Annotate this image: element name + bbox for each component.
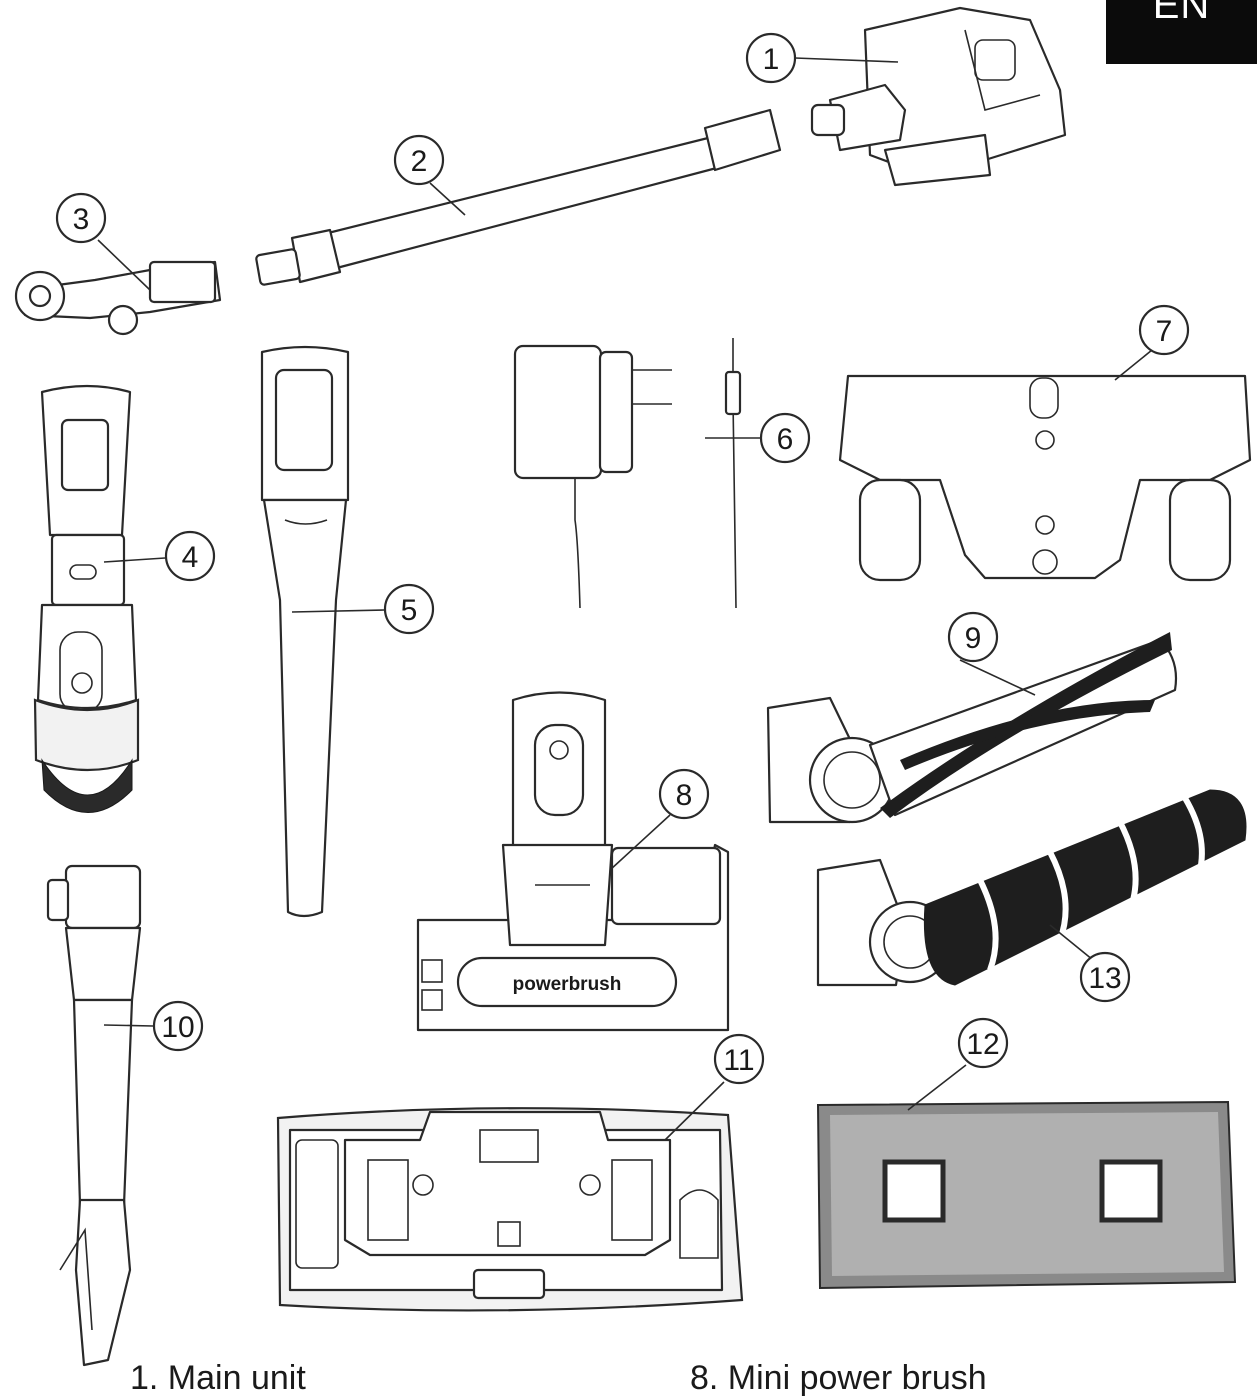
callout-4: 4	[164, 530, 216, 582]
part-crevice-tool	[46, 864, 142, 1367]
callout-12: 12	[957, 1017, 1009, 1069]
part-main-unit	[810, 6, 1067, 187]
caption-item-8: 8. Mini power brush	[690, 1359, 987, 1397]
part-soft-roller	[816, 789, 1247, 987]
callout-13: 13	[1079, 951, 1131, 1003]
callout-lines	[97, 57, 1153, 1141]
svg-text:12: 12	[966, 1028, 999, 1061]
svg-text:10: 10	[161, 1011, 194, 1044]
part-extension-tube	[255, 108, 782, 286]
callout-5: 5	[383, 583, 435, 635]
callout-7: 7	[1138, 304, 1190, 356]
svg-text:4: 4	[182, 541, 199, 574]
part-crevice-nozzle	[260, 345, 350, 918]
part-charger	[513, 338, 742, 609]
svg-text:11: 11	[723, 1044, 754, 1077]
caption-item-1: 1. Main unit	[130, 1359, 306, 1397]
callout-2: 2	[393, 134, 445, 186]
part-mini-power-brush: powerbrush	[416, 691, 730, 1032]
callout-11: 11	[713, 1033, 765, 1085]
svg-text:7: 7	[1156, 315, 1173, 348]
svg-text:2: 2	[411, 145, 428, 178]
callout-8: 8	[658, 768, 710, 820]
part-brush-attachment	[14, 260, 222, 336]
language-tab: EN	[1106, 0, 1257, 64]
callout-9: 9	[947, 611, 999, 663]
callout-circles: 1 2 3 4 5 6 7 8 9 10 11 12 13	[55, 32, 1190, 1085]
powerbrush-label: powerbrush	[513, 974, 622, 995]
part-roller-brush	[766, 632, 1178, 824]
callout-10: 10	[152, 1000, 204, 1052]
callout-6: 6	[759, 412, 811, 464]
callout-1: 1	[745, 32, 797, 84]
svg-text:5: 5	[401, 594, 418, 627]
part-dusting-brush	[33, 384, 140, 813]
callout-3: 3	[55, 192, 107, 244]
part-mop-cloth	[816, 1100, 1237, 1290]
part-mop-attachment	[276, 1107, 744, 1312]
svg-text:13: 13	[1088, 962, 1121, 995]
svg-text:3: 3	[73, 203, 90, 236]
svg-text:8: 8	[676, 779, 693, 812]
svg-text:1: 1	[763, 43, 780, 76]
svg-text:6: 6	[777, 423, 794, 456]
part-floor-brush-base	[838, 374, 1252, 582]
svg-text:9: 9	[965, 622, 982, 655]
